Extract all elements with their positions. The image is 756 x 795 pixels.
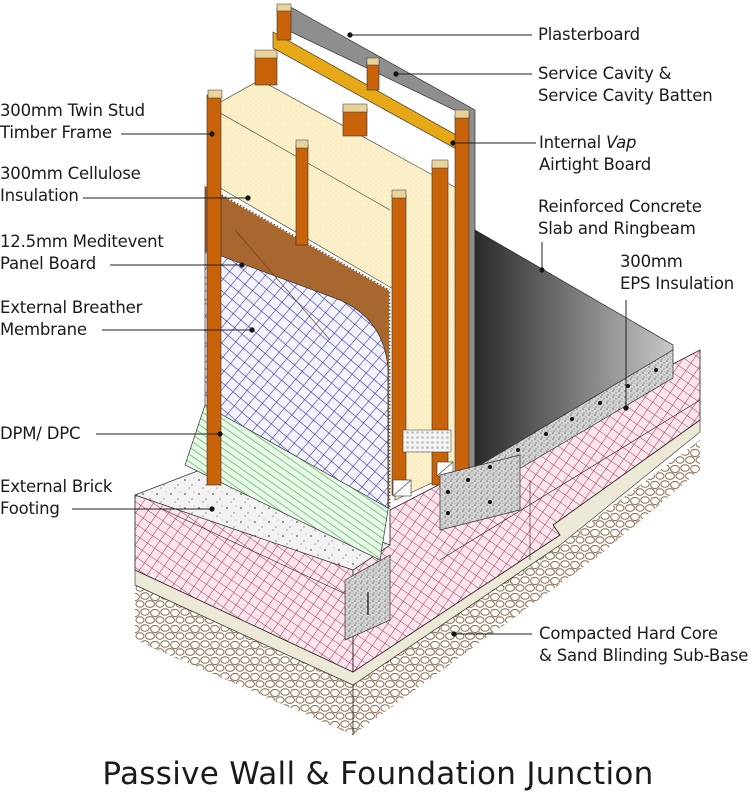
diagram-title: Passive Wall & Foundation Junction (102, 756, 654, 792)
label-internal-vap-line1: Internal Vap (539, 132, 651, 154)
concrete-slab (439, 229, 674, 531)
label-eps-insulation-line1: 300mm (620, 252, 683, 271)
label-twin-stud: 300mm Twin Stud Timber Frame (0, 100, 145, 144)
label-breather-membrane-line2: Membrane (0, 320, 87, 339)
label-cellulose-line2: Insulation (0, 186, 79, 205)
label-concrete-slab: Reinforced Concrete Slab and Ringbeam (538, 196, 702, 240)
label-service-cavity-line1: Service Cavity & (538, 64, 672, 83)
label-dpm-dpc: DPM/ DPC (0, 423, 80, 445)
label-twin-stud-line1: 300mm Twin Stud (0, 101, 145, 120)
label-twin-stud-line2: Timber Frame (0, 123, 112, 142)
label-breather-membrane: External Breather Membrane (0, 297, 142, 341)
label-eps-insulation: 300mm EPS Insulation (620, 251, 734, 295)
label-breather-membrane-line1: External Breather (0, 298, 143, 317)
label-meditevent: 12.5mm Meditevent Panel Board (0, 231, 164, 275)
label-brick-footing-line1: External Brick (0, 477, 113, 496)
timber-studs (206, 3, 470, 497)
footing-cap (133, 469, 391, 641)
label-internal-vap-italic: Vap (606, 133, 637, 152)
label-dpm-dpc-line1: DPM/ DPC (0, 424, 81, 443)
label-concrete-slab-line1: Reinforced Concrete (538, 197, 702, 216)
label-internal-vap-line2: Airtight Board (539, 155, 652, 174)
label-service-cavity-line2: Service Cavity Batten (538, 86, 713, 105)
label-hard-core-line2: & Sand Blinding Sub-Base (539, 646, 749, 665)
label-brick-footing-line2: Footing (0, 499, 60, 518)
label-brick-footing: External Brick Footing (0, 476, 112, 520)
label-meditevent-line1: 12.5mm Meditevent (0, 232, 164, 251)
label-plasterboard: Plasterboard (538, 24, 640, 46)
label-internal-vap-prefix: Internal (539, 133, 607, 152)
label-eps-insulation-line2: EPS Insulation (620, 274, 734, 293)
label-plasterboard-line1: Plasterboard (538, 25, 640, 44)
label-service-cavity: Service Cavity & Service Cavity Batten (538, 63, 713, 107)
label-internal-vap: Internal Vap Airtight Board (539, 132, 651, 176)
label-concrete-slab-line2: Slab and Ringbeam (538, 219, 696, 238)
label-hard-core-line1: Compacted Hard Core (539, 624, 718, 643)
leader-lines (72, 32, 629, 637)
label-meditevent-line2: Panel Board (0, 254, 97, 273)
label-hard-core: Compacted Hard Core & Sand Blinding Sub-… (539, 623, 748, 667)
label-cellulose-line1: 300mm Cellulose (0, 164, 141, 183)
label-cellulose: 300mm Cellulose Insulation (0, 163, 141, 207)
